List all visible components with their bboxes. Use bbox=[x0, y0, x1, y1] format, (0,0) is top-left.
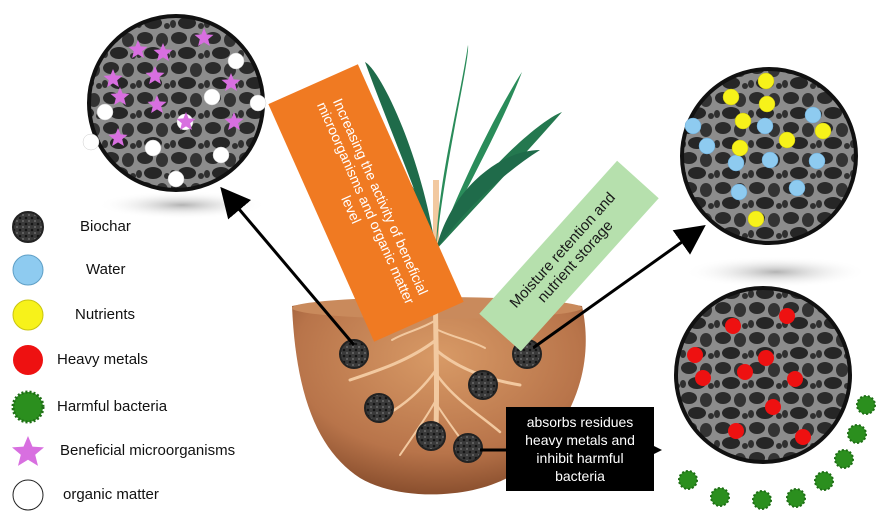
magnified-biochar-moisture bbox=[680, 67, 858, 245]
residues-note: absorbs residues heavy metals and inhibi… bbox=[506, 407, 654, 491]
legend-label-water: Water bbox=[86, 261, 126, 278]
legend-label-beneficial-microorganisms: Beneficial microorganisms bbox=[60, 442, 236, 459]
legend-organic-matter-icon bbox=[12, 479, 44, 511]
legend-label-heavy-metals: Heavy metals bbox=[57, 351, 148, 368]
arrow-to-microbes bbox=[220, 186, 356, 346]
legend-icons bbox=[11, 211, 45, 511]
legend-biochar-icon bbox=[12, 211, 44, 243]
legend-water-icon bbox=[12, 254, 44, 286]
legend-harmful-bacteria-icon bbox=[11, 390, 45, 424]
arrow-to-moisture bbox=[532, 225, 706, 350]
legend-heavy-metals-icon bbox=[13, 345, 43, 375]
residues-note-text: absorbs residues heavy metals and inhibi… bbox=[525, 414, 635, 484]
harmful-bacteria-cluster bbox=[678, 395, 876, 510]
shadow bbox=[684, 256, 868, 288]
legend-beneficial-microorganisms-icon bbox=[12, 436, 44, 466]
magnified-biochar-residues bbox=[674, 286, 852, 464]
legend-label-nutrients: Nutrients bbox=[75, 306, 136, 323]
legend-label-biochar: Biochar bbox=[80, 218, 131, 235]
legend-nutrients-icon bbox=[12, 299, 44, 331]
legend-label-organic-matter: organic matter bbox=[63, 486, 159, 503]
shadow bbox=[97, 191, 267, 219]
magnified-biochar-microbes bbox=[82, 14, 267, 192]
legend-label-harmful-bacteria: Harmful bacteria bbox=[57, 398, 168, 415]
